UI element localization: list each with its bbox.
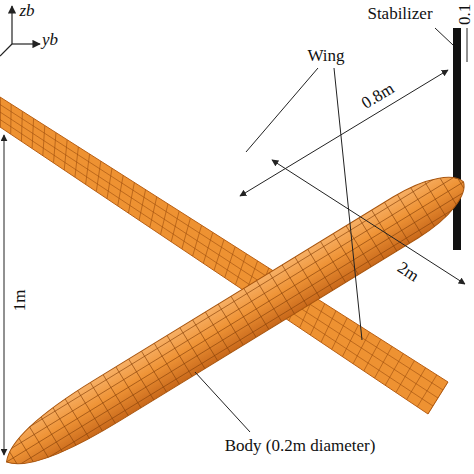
- leader-lines: [195, 28, 453, 432]
- stabilizer: [453, 28, 461, 250]
- axis-label: yb: [40, 31, 60, 50]
- part-label: Body (0.2m diameter): [223, 437, 378, 456]
- dimension: 2m: [392, 257, 424, 287]
- dimension: 1m: [11, 287, 30, 313]
- dimension: 0.1: [457, 1, 474, 26]
- body: [0, 160, 474, 474]
- axis-label: zb: [17, 2, 36, 21]
- part-label: Stabilizer: [365, 5, 434, 24]
- dimension-lines: [4, 28, 467, 455]
- dimension: 0.8m: [357, 78, 400, 114]
- part-label: Wing: [305, 47, 346, 66]
